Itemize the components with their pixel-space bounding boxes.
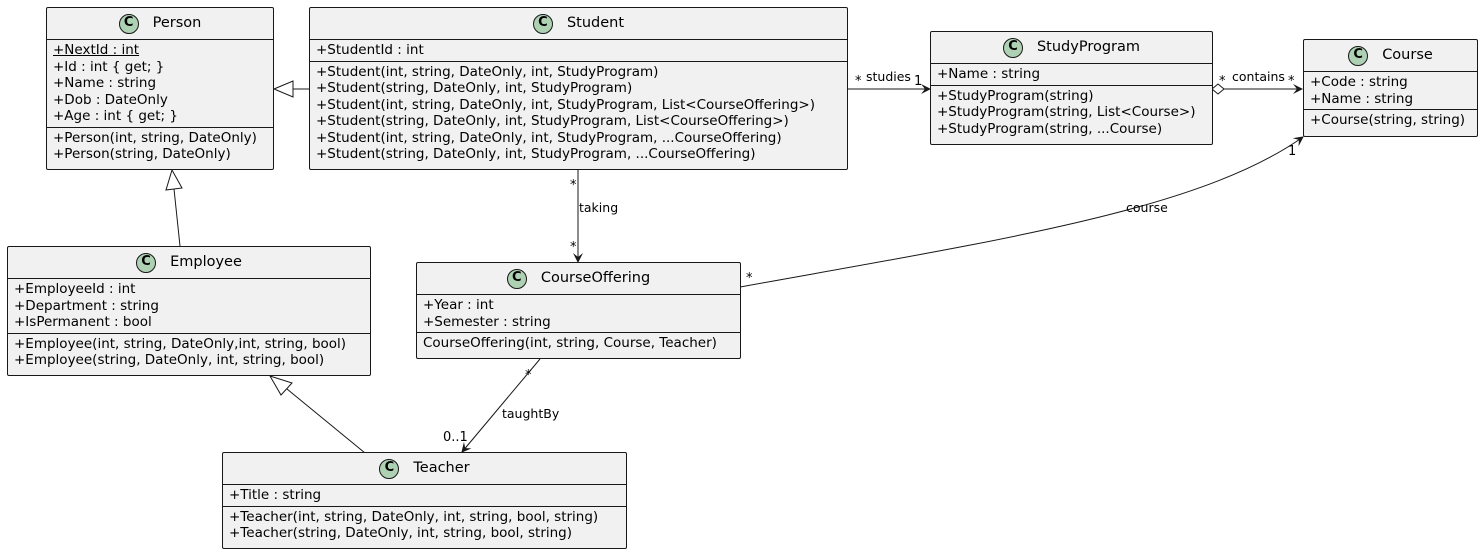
class-method: +Employee(int, string, DateOnly,int, str… [14,335,347,352]
contains-from-mult: * [1219,74,1226,89]
class-course[interactable]: C Course +Code : string +Name : string +… [1303,39,1478,137]
class-icon: C [1348,45,1369,66]
class-icon: C [136,252,157,273]
class-courseoffering-header: C CourseOffering [417,263,740,295]
class-name: Employee [170,254,242,271]
class-course-methods: +Course(string, string) [1304,109,1477,131]
class-studyprogram[interactable]: C StudyProgram +Name : string +StudyProg… [930,31,1213,145]
class-field: +Year : int [423,297,494,313]
class-studyprogram-methods: +StudyProgram(string) +StudyProgram(stri… [931,84,1212,140]
class-field: +Semester : string [423,313,551,330]
taking-association: taking * * [570,169,618,263]
class-field: +Dob : DateOnly [53,91,168,108]
class-method: +Person(string, DateOnly) [53,146,231,162]
taking-from-mult: * [570,178,577,193]
class-method: +Teacher(string, DateOnly, int, string, … [229,525,573,541]
class-teacher-fields: +Title : string [223,485,626,506]
class-field: +NextId : int [53,42,140,58]
class-method: +Student(string, DateOnly, int, StudyPro… [316,80,633,96]
class-field: +Department : string [14,297,159,314]
studies-from-mult: * [855,74,862,89]
class-field: +EmployeeId : int [14,281,136,297]
class-method: +Teacher(int, string, DateOnly, int, str… [229,508,599,525]
class-name: Student [566,15,625,32]
class-person[interactable]: C Person +NextId : int +Id : int { get; … [46,7,274,170]
student-person-generalization [272,80,309,98]
taughtby-label: taughtBy [502,406,560,421]
class-method: +Student(string, DateOnly, int, StudyPro… [316,113,789,129]
class-field: +Code : string [1310,74,1408,90]
studies-association: studies * 1 [848,69,931,94]
class-method: +StudyProgram(string, ...Course) [937,120,1163,137]
class-method: +Student(string, DateOnly, int, StudyPro… [316,146,756,162]
class-employee-fields: +EmployeeId : int +Department : string +… [8,279,370,333]
class-courseoffering-methods: CourseOffering(int, string, Course, Teac… [417,332,740,354]
course-label: course [1126,200,1168,215]
class-field: +Title : string [229,487,322,503]
class-employee-methods: +Employee(int, string, DateOnly,int, str… [8,332,370,371]
class-employee[interactable]: C Employee +EmployeeId : int +Department… [7,246,371,376]
studies-to-mult: 1 [914,74,922,89]
class-courseoffering-fields: +Year : int +Semester : string [417,295,740,332]
class-student-fields: +StudentId : int [310,40,847,61]
class-method: +Student(int, string, DateOnly, int, Stu… [316,63,659,80]
class-courseoffering[interactable]: C CourseOffering +Year : int +Semester :… [416,262,741,359]
contains-to-mult: * [1288,74,1295,89]
class-method: +Person(int, string, DateOnly) [53,129,257,146]
class-student-methods: +Student(int, string, DateOnly, int, Stu… [310,60,847,165]
class-teacher[interactable]: C Teacher +Title : string +Teacher(int, … [222,452,627,549]
class-field: +Name : string [937,66,1041,82]
class-field: +Name : string [53,75,157,91]
class-field: +Id : int { get; } [53,58,165,75]
class-icon: C [1002,37,1023,58]
contains-label: contains [1232,69,1285,84]
class-name: CourseOffering [540,270,651,287]
class-method: +Course(string, string) [1310,112,1466,128]
course-to-mult: 1 [1288,144,1296,159]
class-method: +Student(int, string, DateOnly, int, Stu… [316,129,782,146]
class-icon: C [532,13,553,34]
class-method: +Student(int, string, DateOnly, int, Stu… [316,96,815,113]
taughtby-from-mult: * [525,368,532,383]
class-teacher-header: C Teacher [223,453,626,485]
class-method: +StudyProgram(string, List<Course>) [937,104,1196,120]
class-name: StudyProgram [1036,39,1141,56]
class-icon: C [379,458,400,479]
class-course-header: C Course [1304,40,1477,72]
class-field: +Age : int { get; } [53,108,178,124]
class-field: +StudentId : int [316,42,424,58]
class-studyprogram-header: C StudyProgram [931,32,1212,64]
class-teacher-methods: +Teacher(int, string, DateOnly, int, str… [223,505,626,544]
class-person-methods: +Person(int, string, DateOnly) +Person(s… [47,126,273,165]
contains-aggregation: contains * * [1211,69,1303,95]
class-employee-header: C Employee [8,247,370,279]
taughtby-association: taughtBy * 0..1 [443,358,560,453]
class-person-header: C Person [47,8,273,40]
class-course-fields: +Code : string +Name : string [1304,72,1477,109]
taughtby-to-mult: 0..1 [443,430,468,445]
course-from-mult: * [746,271,753,286]
class-icon: C [118,13,139,34]
class-method: +StudyProgram(string) [937,87,1094,104]
class-name: Course [1382,47,1433,64]
class-studyprogram-fields: +Name : string [931,64,1212,85]
class-field: +IsPermanent : bool [14,314,152,330]
taking-to-mult: * [570,240,577,255]
teacher-employee-generalization [268,375,366,454]
class-icon: C [506,268,527,289]
class-name: Person [152,15,202,32]
class-method: +Employee(string, DateOnly, int, string,… [14,352,325,368]
course-association: course * 1 [739,136,1304,288]
class-name: Teacher [413,460,470,477]
taking-label: taking [579,200,618,215]
class-method: CourseOffering(int, string, Course, Teac… [423,335,717,351]
class-person-fields: +NextId : int +Id : int { get; } +Name :… [47,40,273,127]
studies-label: studies [866,69,911,84]
class-student-header: C Student [310,8,847,40]
employee-person-generalization [165,168,183,247]
class-field: +Name : string [1310,90,1414,107]
class-student[interactable]: C Student +StudentId : int +Student(int,… [309,7,848,170]
